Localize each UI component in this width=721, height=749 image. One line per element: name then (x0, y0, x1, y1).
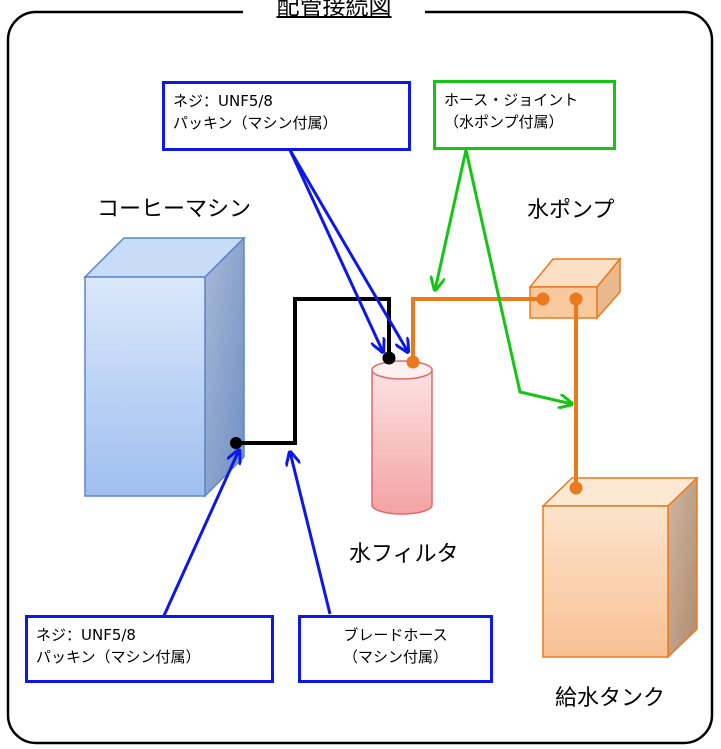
hose-joint-callout: ホース・ジョイント （水ポンプ付属） (433, 80, 616, 150)
filter-outlet-point (406, 355, 420, 369)
top-screw-callout: ネジ：UNF5/8 パッキン（マシン付属） (162, 81, 411, 151)
water-pump-label: 水ポンプ (527, 198, 615, 223)
callout-line: ホース・ジョイント (444, 91, 579, 109)
callout-line: ブレードホース (343, 626, 448, 644)
braided-hose-arrow (290, 452, 332, 615)
pump-outlet-point (569, 292, 583, 306)
top-screw-arrow-1 (288, 149, 383, 352)
braided-hose-line (236, 297, 391, 445)
machine-connection-point (230, 437, 242, 449)
callout-line: ネジ：UNF5/8 (36, 626, 136, 644)
coffee-machine-box (83, 236, 246, 498)
supply-tank-label: 給水タンク (555, 686, 666, 711)
callout-line: （マシン付属） (342, 648, 448, 666)
water-filter-cylinder (371, 360, 433, 515)
bottom-screw-callout: ネジ：UNF5/8 パッキン（マシン付属） (25, 615, 274, 683)
filter-to-pump-pipe (411, 297, 543, 362)
braided-hose-callout: ブレードホース （マシン付属） (298, 615, 493, 683)
pump-inlet-point (536, 292, 550, 306)
coffee-machine-label: コーヒーマシン (97, 197, 252, 222)
bottom-screw-arrow (160, 450, 239, 621)
filter-inlet-point (382, 351, 396, 365)
callout-line: パッキン（マシン付属） (36, 648, 201, 666)
hose-joint-arrow-1 (435, 149, 468, 290)
callout-line: パッキン（マシン付属） (173, 114, 338, 132)
callout-line: （水ポンプ付属） (444, 113, 564, 131)
supply-tank-box (541, 476, 699, 659)
top-screw-arrow-2 (288, 149, 408, 352)
water-filter-label: 水フィルタ (349, 542, 459, 567)
page-title: 配管接続図 (243, 0, 425, 20)
callout-line: ネジ：UNF5/8 (173, 92, 273, 110)
tank-connection-point (569, 481, 583, 495)
hose-joint-arrow-2 (464, 149, 572, 404)
